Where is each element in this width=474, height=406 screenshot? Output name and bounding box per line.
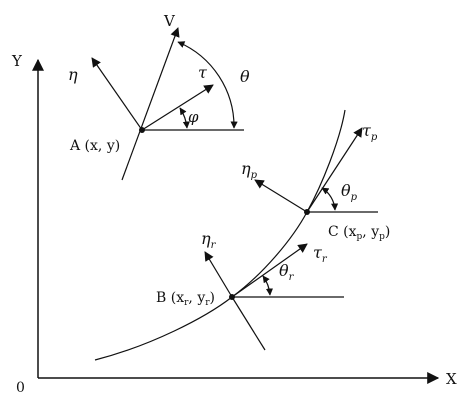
origin-label: 0	[16, 380, 25, 396]
point-a-normal-label: η	[68, 65, 78, 84]
point-b-tangent-arrow	[231, 243, 308, 298]
point-a-tangent-arrow	[141, 84, 214, 131]
point-b-tangent-label: τr	[313, 243, 328, 265]
point-a-normal-arrow	[91, 57, 143, 131]
y-axis-label: Y	[11, 52, 23, 70]
point-c-tangent-arrow	[306, 127, 363, 213]
point-c-group: τp ηp θp C (xp, yp)	[241, 121, 390, 242]
point-b-normal-arrow	[204, 251, 233, 298]
point-b-theta-label: θr	[279, 261, 295, 283]
point-b-normal-label: ηr	[201, 229, 217, 251]
point-a-group: V τ η θ φ A (x, y)	[68, 12, 250, 181]
point-c-theta-arc	[321, 187, 339, 211]
point-b-label: B (xr, yr)	[156, 290, 215, 308]
point-b-normal-line	[231, 296, 266, 351]
point-b-theta-sub: r	[289, 272, 295, 283]
point-c-normal-arrow	[254, 179, 308, 213]
point-c-normal-label: ηp	[241, 159, 258, 181]
point-a-velocity-label: V	[163, 12, 176, 30]
point-b-tangent-sub: r	[322, 254, 328, 265]
point-a-tangent-label: τ	[198, 63, 208, 82]
point-c-theta-sub: p	[351, 192, 358, 203]
point-b-group: τr ηr θr B (xr, yr)	[156, 229, 344, 351]
point-b-theta-arc	[262, 275, 274, 296]
path-curve	[94, 109, 346, 361]
point-c-tangent-sub: p	[371, 132, 378, 143]
point-c-normal-sub: p	[251, 170, 258, 181]
point-a-velocity-arrow	[121, 27, 180, 181]
point-a-theta-label: θ	[240, 67, 250, 86]
x-axis-label: X	[446, 370, 457, 388]
point-a-label: A (x, y)	[69, 138, 120, 154]
point-c-label: C (xp, yp)	[328, 224, 390, 242]
point-a-phi-label: φ	[188, 108, 199, 126]
point-a-theta-arc	[177, 41, 238, 129]
point-b-normal-sub: r	[211, 240, 217, 251]
point-c-theta-label: θp	[341, 181, 358, 203]
point-c-tangent-label: τp	[362, 121, 378, 143]
point-a-phi-arc	[179, 107, 190, 129]
